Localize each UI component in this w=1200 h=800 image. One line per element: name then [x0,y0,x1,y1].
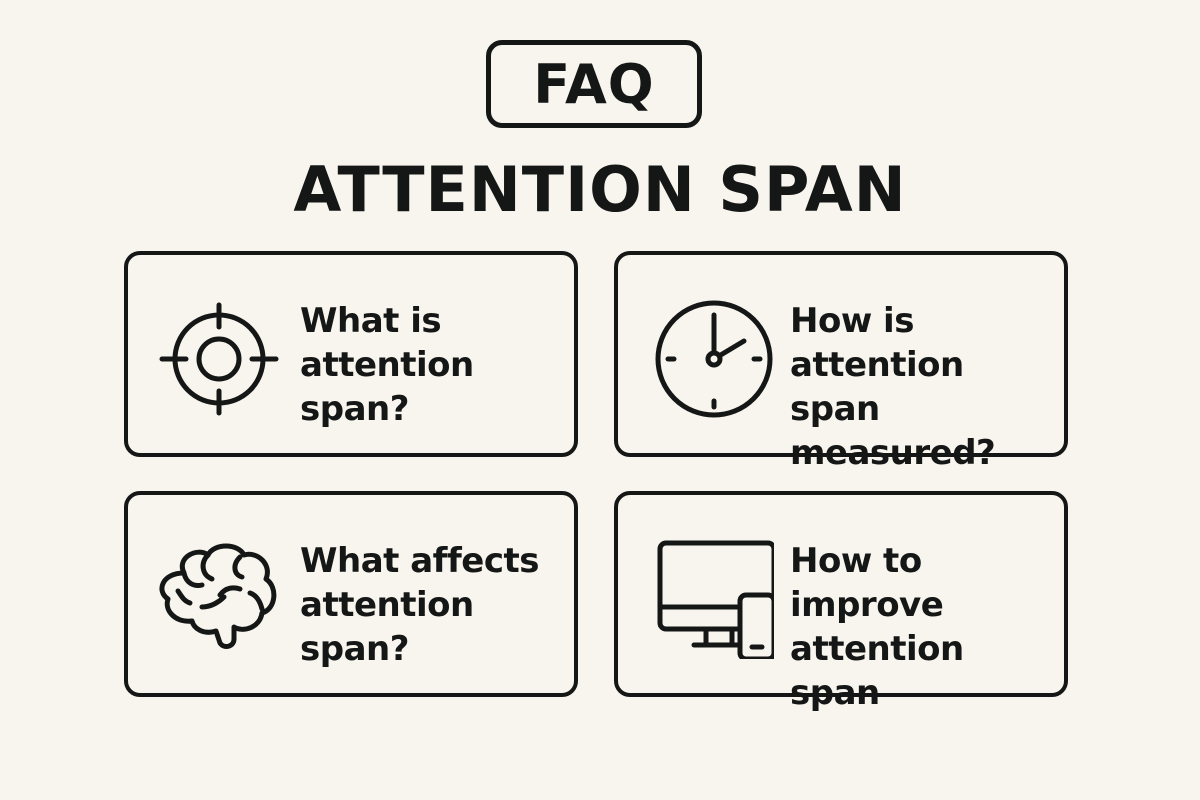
faq-card-how-improve[interactable]: How to improve attention span [614,491,1068,713]
faq-card-what-is[interactable]: What is attention span? [124,251,578,457]
faq-badge-label: FAQ [533,52,655,116]
faq-card-what-affects[interactable]: What affects attention span? [124,491,578,697]
faq-question: What affects attention span? [300,541,539,669]
faq-question: How to improve attention span [790,541,964,713]
page-title: ATTENTION SPAN [293,153,907,226]
faq-card-how-measured[interactable]: How is attention span measured? [614,251,1068,473]
clock-icon [644,299,774,419]
brain-icon [154,539,284,659]
devices-icon [644,539,777,662]
faq-question: What is attention span? [300,301,474,429]
target-icon [154,299,284,419]
faq-badge: FAQ [486,40,702,128]
faq-question: How is attention span measured? [790,301,996,473]
